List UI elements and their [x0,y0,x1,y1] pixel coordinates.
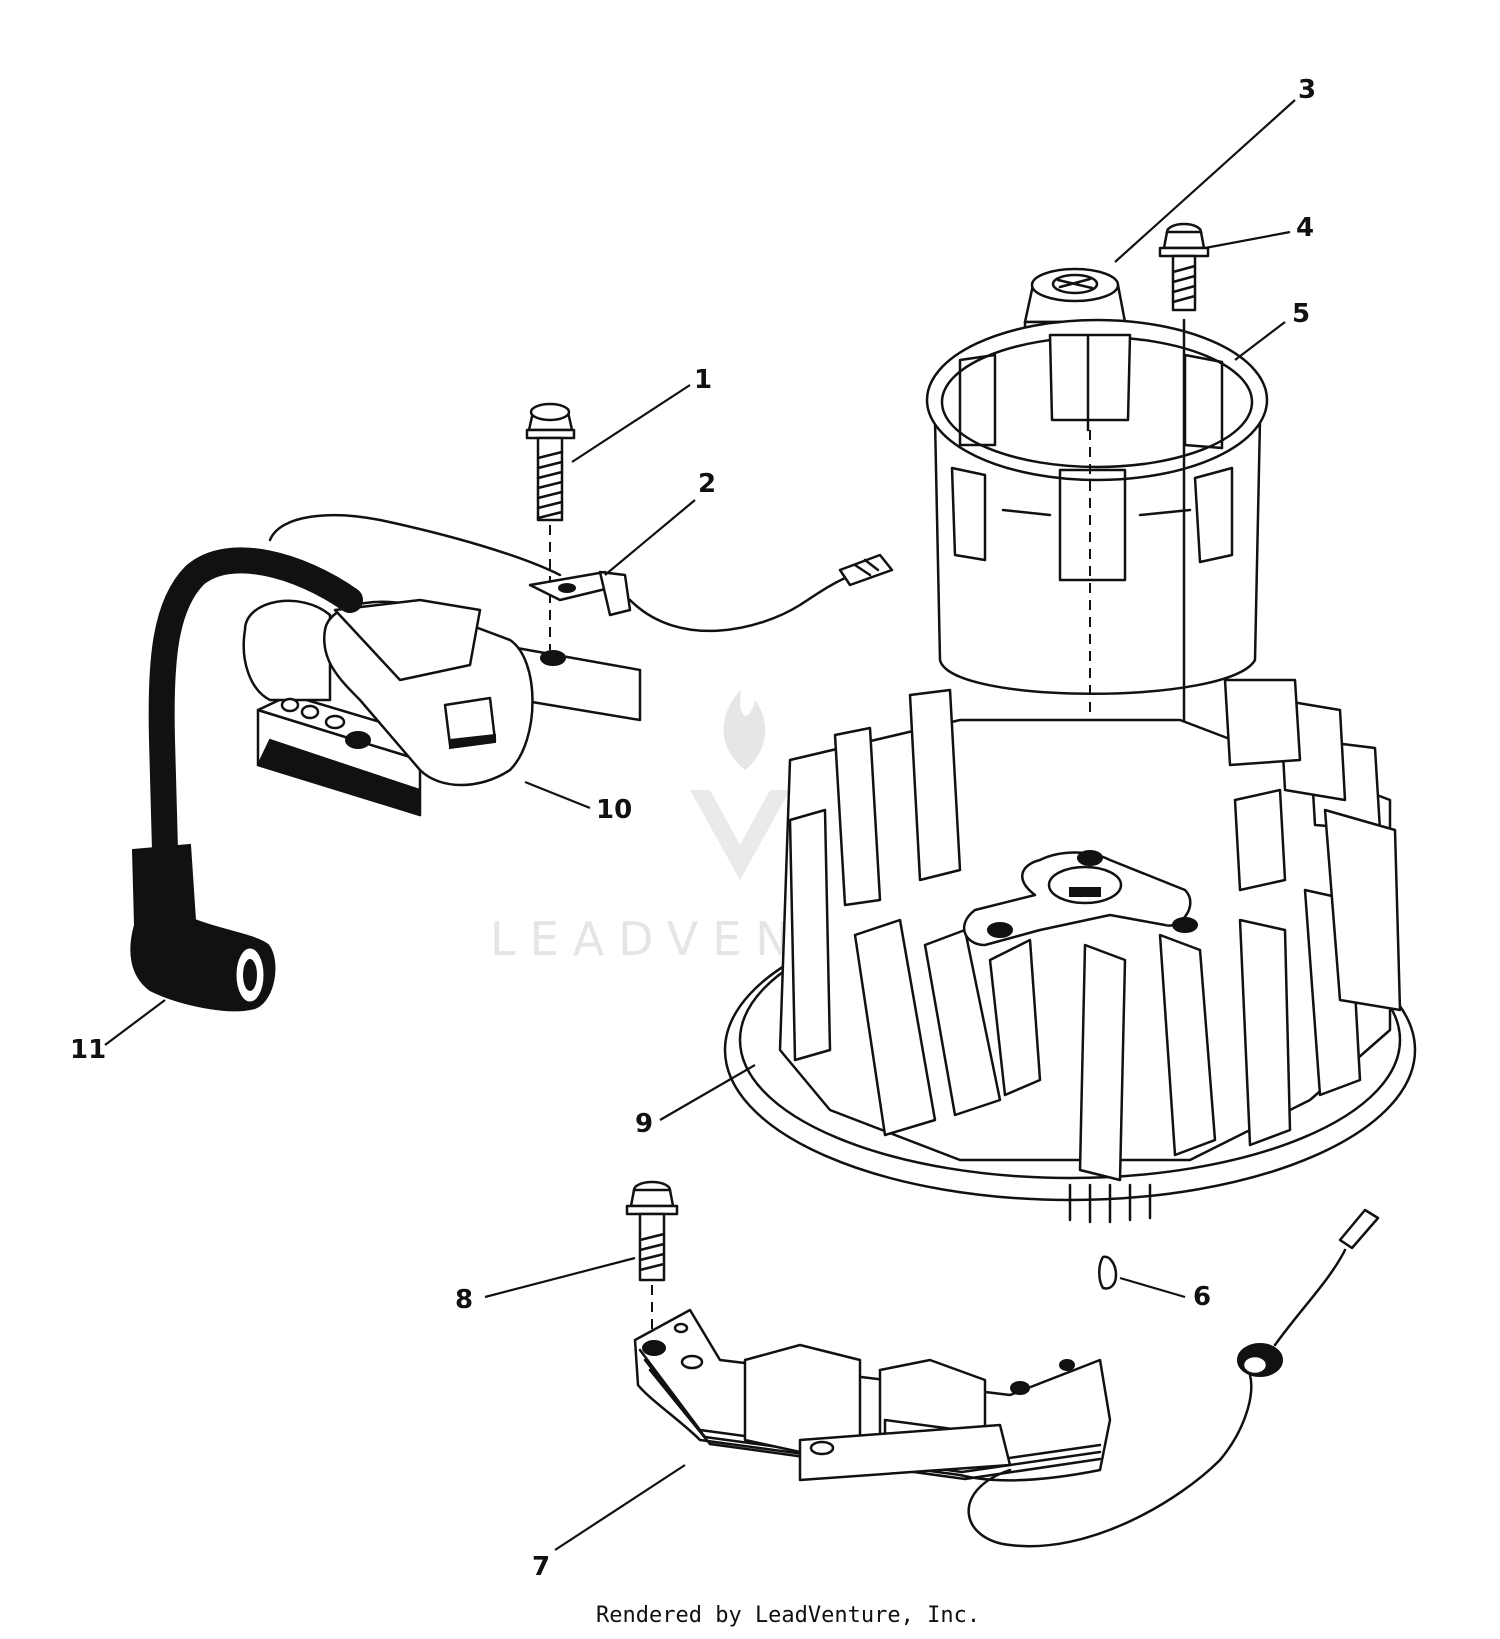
flywheel-key-part-6 [1098,1255,1118,1290]
charging-coil-part-7 [633,1308,1112,1482]
charging-lead-wire [967,1208,1380,1548]
ground-clip-part-2 [268,513,894,633]
ignition-module-part-10 [242,598,642,817]
spark-plug-boot-part-11 [130,547,363,1012]
leader-1 [571,384,691,463]
grass-screen-part-5 [925,318,1269,920]
leader-7 [554,1464,686,1551]
callout-9: 9 [635,1109,653,1139]
bolt-part-8 [625,1180,679,1340]
credit-line: Rendered by LeadVenture, Inc. [596,1603,980,1628]
callout-10: 10 [596,795,632,825]
leader-6 [1119,1276,1186,1299]
leader-3 [1114,99,1296,263]
leader-5 [1234,321,1286,361]
callout-6: 6 [1193,1282,1211,1312]
flywheel-fins [788,678,1402,1182]
callout-11: 11 [70,1035,106,1065]
leader-10 [524,780,591,810]
bolt-part-1 [525,402,576,650]
callout-2: 2 [698,469,716,499]
leader-11 [104,999,166,1046]
leader-8 [484,1256,636,1299]
leader-2 [604,499,696,576]
leader-9 [659,1064,756,1121]
callout-1: 1 [694,365,712,395]
flywheel-part-9 [723,678,1417,1224]
callout-8: 8 [455,1285,473,1315]
leader-4 [1204,230,1291,250]
leader-lines [104,99,1296,1551]
callout-7: 7 [532,1552,550,1582]
callout-labels: 1 2 3 4 5 6 7 8 9 10 11 [70,75,1316,1582]
callout-5: 5 [1292,299,1310,329]
callout-4: 4 [1296,213,1314,243]
callout-3: 3 [1298,75,1316,105]
